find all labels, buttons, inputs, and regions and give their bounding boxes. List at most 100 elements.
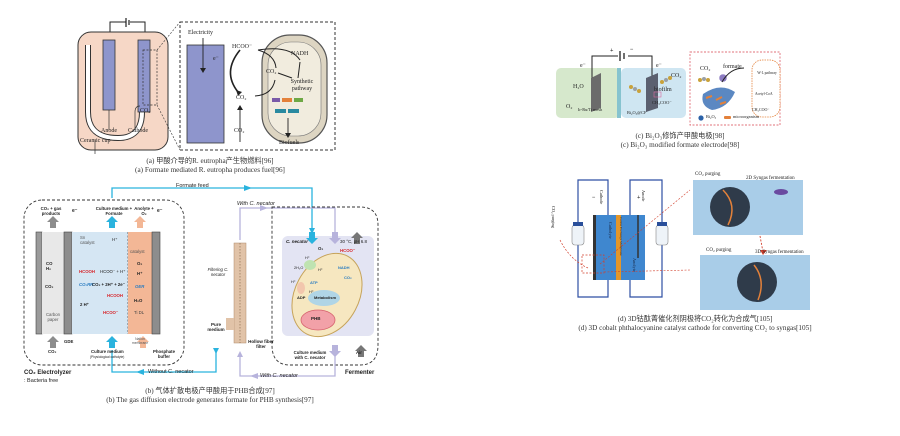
co2-label: CO₂ xyxy=(671,73,682,79)
panel-d-caption-en: (d) 3D cobalt phthalocyanine catalyst ca… xyxy=(578,324,812,332)
electron-left-label: e⁻ xyxy=(72,208,78,214)
catalyst-label: catalyst xyxy=(130,249,145,254)
carbon-paper-label: Carbon paper xyxy=(45,312,61,322)
panel-a-caption-en: (a) Formate mediated R. eutropha produce… xyxy=(135,166,285,174)
h-plus-anode-label: H⁺ xyxy=(137,271,143,276)
top-mid-culture-label: Culture medium + Formate xyxy=(95,206,133,216)
o2-anode-label: O₂ xyxy=(137,261,143,266)
two-h-plus-label: 2 H⁺ xyxy=(80,302,89,307)
anolyte-label: Anolyte xyxy=(632,258,637,272)
electron-left: e⁻ xyxy=(580,63,586,69)
co2-purging-top-label: CO₂ purging xyxy=(695,172,721,177)
co2-feed-label: CO₂ xyxy=(45,284,54,289)
nadh-label: NADH xyxy=(291,51,309,57)
co2rr-label: CO₂RR: xyxy=(79,282,95,287)
cathode-label: Cathode xyxy=(599,190,604,205)
h2o-label: H₂O xyxy=(573,84,584,90)
cathode-rod xyxy=(137,39,151,113)
culture-with-c-necator-label: Culture medium with C. necator xyxy=(293,350,327,360)
membrane-label: Cation Exchange Membrane xyxy=(619,217,623,256)
co-h2-label: CO H₂ xyxy=(46,261,53,271)
hcooh-product: HCOOH xyxy=(107,293,123,298)
h-plus-c: H⁺ xyxy=(291,280,296,284)
panel-c-caption-en: (c) Bi₂O₃ modified formate electrode[98] xyxy=(620,141,740,149)
metabolism-label: Metabolism xyxy=(314,295,337,300)
conditions-label: 30 °C, pH 6.8 xyxy=(340,239,368,244)
h2o-anode-label: H₂O xyxy=(134,298,143,303)
ti-dl-label: Ti DL xyxy=(134,310,145,315)
electrolyzer-subtitle: : Bacteria free xyxy=(24,378,59,384)
wl-pathway-label: W-L pathway xyxy=(757,71,777,75)
air-label: Air xyxy=(356,350,362,355)
fermenter-hcoo-label: HCOO⁻ xyxy=(340,248,356,253)
anode-label: Anode xyxy=(101,128,117,134)
panel-c-caption-zh: (c) Bi₂O₃修饰产甲酸电极[98] xyxy=(635,132,725,140)
co2-input-label: CO₂ xyxy=(48,349,57,354)
adp-label: ADP xyxy=(297,295,306,300)
biofilm-label: biofilm xyxy=(654,87,672,93)
co2-input-label: CO₂ xyxy=(234,128,245,134)
h-plus-label: H⁺ xyxy=(112,237,118,242)
plus-terminal: + xyxy=(610,48,614,54)
phosphate-buffer-label: Phosphate buffer xyxy=(153,349,175,359)
top-left-gas-label: CO₂ + gas products xyxy=(40,206,62,216)
oer-label: OER xyxy=(135,284,145,289)
physiological-catholyte: (Physiological catholyte) xyxy=(90,355,125,359)
co2-cathode-label: CO₂ xyxy=(140,108,151,114)
with-c-necator-bottom-label: With C. necator xyxy=(260,373,298,379)
o2-label: O₂ xyxy=(566,104,573,110)
electrode-label: Bi₂O₃@CF xyxy=(627,110,647,115)
co2-inner-label: CO₂ xyxy=(266,69,277,75)
hcoo-label: HCOO⁻ xyxy=(232,44,253,50)
ceramic-cup-label: Ceramic cup xyxy=(80,138,111,144)
fermenter-co2-label: CO₂ xyxy=(344,275,352,280)
cathode-label: Cathode xyxy=(128,128,148,134)
panel-b-caption-en: (b) The gas diffusion electrode generate… xyxy=(106,396,314,404)
minus-terminal-d: − xyxy=(592,195,596,201)
phb-label: PHB xyxy=(311,316,321,321)
pure-medium-label: Pure medium xyxy=(207,322,225,332)
hcooh-eq-right: HCOO⁻ + H⁺ xyxy=(100,269,126,274)
fermenter-box xyxy=(271,206,379,366)
h-plus-b: H⁺ xyxy=(318,268,323,272)
co2-purging-left-label: CO₂ purging xyxy=(551,206,556,228)
minus-terminal: − xyxy=(630,47,634,53)
organism-label: C. necator xyxy=(286,239,309,244)
nafion-label: Nafion membrane xyxy=(131,337,149,345)
electron-label: e⁻ xyxy=(213,56,219,62)
catholyte-label: Catholyte xyxy=(608,222,613,239)
water-label: 2H₂O xyxy=(294,266,304,270)
syngas-3d-label: 3D Syngas fermentation xyxy=(755,250,804,255)
biofuels-label: Biofuels xyxy=(279,140,300,146)
panel-b-caption-zh: (b) 气体扩散电极产甲酸用于PHB合成[97] xyxy=(145,387,275,395)
anode-label: Anode xyxy=(641,190,646,202)
co2-purging-bottom-label: CO₂ purging xyxy=(706,248,732,253)
top-right-anolyte-label: Anolyte + O₂ xyxy=(134,206,154,216)
atp-label: ATP xyxy=(310,280,318,285)
acetate-right-label: CH₃COO⁻ xyxy=(752,107,770,112)
electricity-label: Electricity xyxy=(188,30,213,36)
panel-a-caption-zh: (a) 甲酸介导的R. eutropha产生物燃料[96] xyxy=(146,157,274,165)
hollow-fiber-label: Hollow fiber filter xyxy=(248,339,274,349)
h-plus-a: H⁺ xyxy=(305,256,310,260)
gde-label: GDE xyxy=(64,339,74,344)
filtering-label: Filtering C. necator xyxy=(207,267,229,277)
legend-microorganism: microorganism xyxy=(733,114,759,119)
co2-right-label: CO₂ xyxy=(700,66,711,72)
co2-cycle-label: CO₂ xyxy=(236,95,247,101)
sn-catalyst-label: Sn catalyst xyxy=(80,235,95,245)
co2rr-equation: CO₂ + 2H⁺ + 2e⁻ xyxy=(92,282,125,287)
synthetic-pathway-label: Synthetic pathway xyxy=(290,79,314,92)
with-c-necator-top-label: With C. necator xyxy=(237,201,275,207)
h-plus-d: H⁺ xyxy=(309,290,314,294)
fermenter-o2-label: O₂ xyxy=(318,246,324,251)
hcooh-eq-left: HCOOH xyxy=(79,269,95,274)
acetyl-coa-label: Acetyl-CoA xyxy=(755,92,773,96)
culture-medium-bottom: Culture medium xyxy=(91,349,124,354)
electron-right: e⁻ xyxy=(656,63,662,69)
electrolyzer-box xyxy=(23,199,185,366)
